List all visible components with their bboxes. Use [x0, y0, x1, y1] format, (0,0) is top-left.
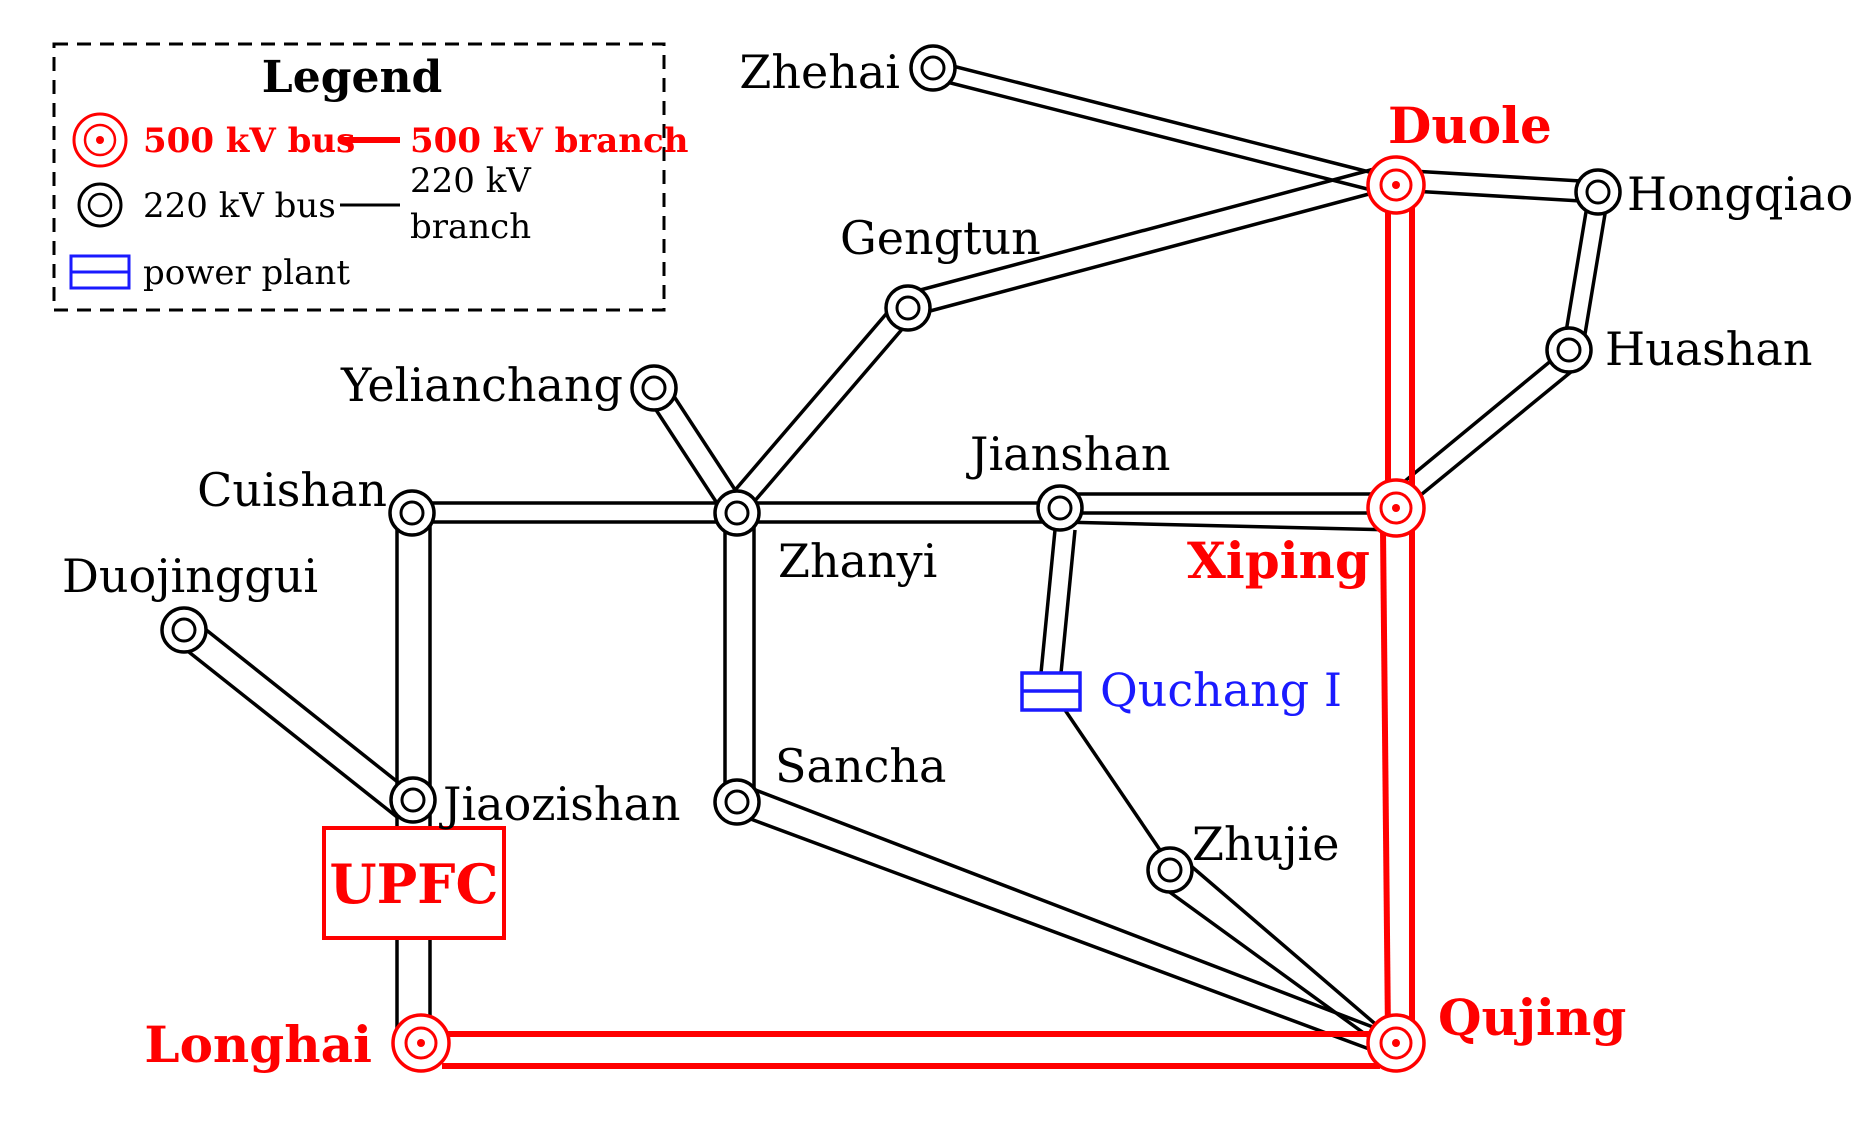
plant-quchang-label: Quchang I — [1100, 663, 1342, 717]
legend-plant-icon — [69, 254, 131, 290]
branch-zhujie-qujing — [1162, 858, 1396, 1052]
plant-quchang-icon — [1020, 671, 1082, 712]
branch-zhanyi-jianshan — [737, 501, 1060, 524]
branch-longhai-qujing — [442, 1031, 1380, 1069]
branch-hongqiao-huashan — [1562, 199, 1609, 347]
legend-bus220-icon — [77, 182, 123, 228]
bus-zhehai-icon — [909, 44, 957, 92]
bus-label-zhujie: Zhujie — [1192, 817, 1339, 871]
bus-cuishan-icon — [388, 489, 436, 537]
upfc-device: UPFC — [322, 826, 506, 940]
legend-branch220-label-1: 220 kV — [410, 161, 532, 201]
branch-duojinggui-jiaozishan — [173, 619, 416, 819]
bus-duole-icon — [1366, 155, 1426, 215]
bus-label-duole: Duole — [1388, 96, 1552, 155]
branch-quchang-zhujie — [1063, 709, 1162, 851]
bus-label-sancha: Sancha — [775, 739, 946, 793]
branch-yelianchang-zhanyi — [643, 380, 747, 518]
bus-label-longhai: Longhai — [144, 1015, 372, 1074]
branch-zhehai-duole — [930, 59, 1386, 195]
bus-label-jianshan: Jianshan — [966, 427, 1171, 481]
bus-jiaozishan-icon — [389, 776, 437, 824]
legend-plant-label: power plant — [143, 253, 350, 293]
bus-label-zhanyi: Zhanyi — [778, 534, 937, 588]
branch-gengtun-zhanyi — [722, 304, 912, 519]
bus-label-hongqiao: Hongqiao — [1627, 167, 1853, 221]
legend-title: Legend — [262, 52, 442, 103]
branch-duole-hongqiao — [1394, 168, 1599, 204]
legend-bus220-label: 220 kV bus — [143, 186, 336, 226]
bus-zhanyi-icon — [713, 489, 761, 537]
bus-label-gengtun: Gengtun — [840, 211, 1041, 265]
bus-duojinggui-icon — [160, 606, 208, 654]
bus-hongqiao-icon — [1574, 168, 1622, 216]
bus-label-cuishan: Cuishan — [197, 463, 387, 517]
branch-cuishan-jiaozishan — [395, 513, 432, 798]
branch-duole-xiping — [1385, 208, 1415, 505]
branch-jianshan-xiping — [1059, 492, 1396, 532]
branch-cuishan-zhanyi — [412, 501, 737, 524]
bus-jianshan-icon — [1036, 484, 1084, 532]
legend-bus500-icon — [72, 112, 128, 168]
bus-label-yelianchang: Yelianchang — [340, 358, 623, 412]
branch-xiping-qujing — [1380, 529, 1415, 1036]
bus-label-zhehai: Zhehai — [739, 45, 900, 99]
legend-frame — [52, 42, 666, 312]
legend-bus500-label: 500 kV bus — [143, 121, 355, 161]
bus-label-qujing: Qujing — [1438, 988, 1626, 1047]
bus-qujing-icon — [1366, 1013, 1426, 1073]
branch-duole-gengtun — [893, 166, 1385, 321]
bus-label-jiaozishan: Jiaozishan — [439, 777, 681, 831]
bus-gengtun-icon — [884, 284, 932, 332]
branch-zhanyi-sancha — [723, 522, 756, 800]
branch-jianshan-quchang — [1039, 529, 1077, 674]
legend-branch500-label: 500 kV branch — [410, 121, 688, 161]
bus-yelianchang-icon — [630, 364, 678, 412]
legend: Legend 500 kV bus 500 kV branch 220 kV b… — [52, 42, 688, 312]
bus-huashan-icon — [1545, 326, 1593, 374]
bus-label-duojinggui: Duojinggui — [62, 549, 318, 603]
bus-xiping-icon — [1366, 478, 1426, 538]
bus-zhujie-icon — [1146, 846, 1194, 894]
branches-500kv — [442, 208, 1415, 1069]
bus-label-huashan: Huashan — [1605, 322, 1812, 376]
branch-sancha-qujing — [744, 784, 1392, 1058]
bus-sancha-icon — [713, 778, 761, 826]
upfc-label: UPFC — [329, 852, 498, 916]
legend-branch220-label-2: branch — [410, 207, 531, 247]
bus-label-xiping: Xiping — [1187, 531, 1370, 590]
bus-longhai-icon — [391, 1013, 451, 1073]
